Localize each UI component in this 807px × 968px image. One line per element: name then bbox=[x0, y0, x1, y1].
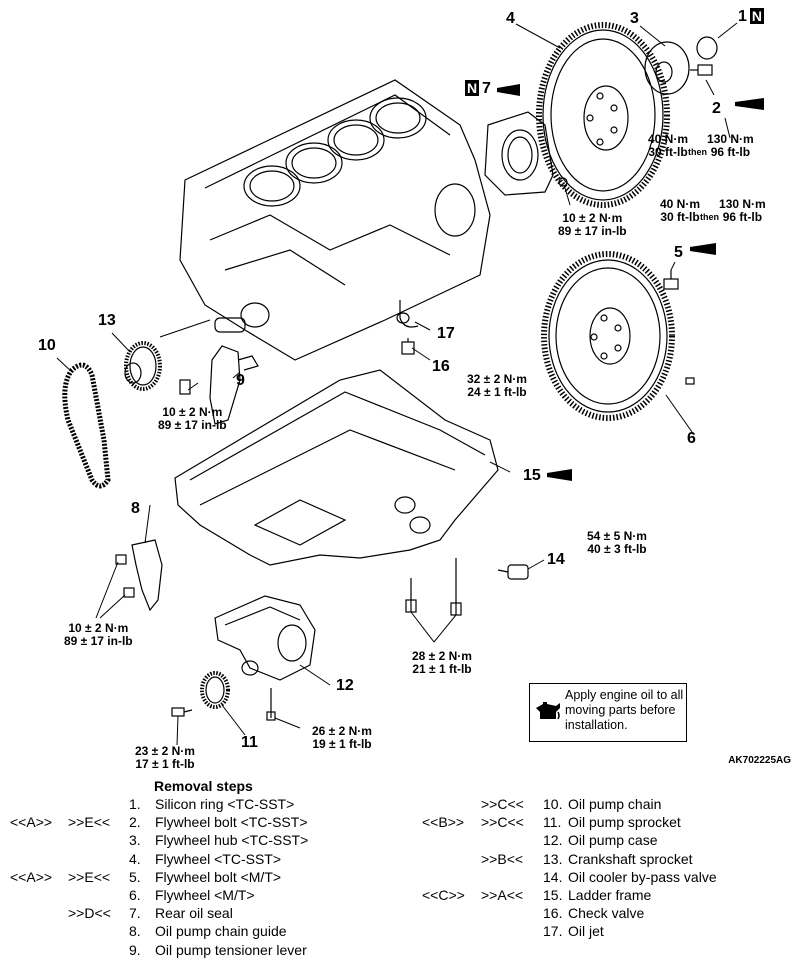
step-row: 3.Flywheel hub <TC-SST> bbox=[129, 832, 309, 849]
step-row: 12.Oil pump case bbox=[543, 832, 658, 849]
part-number-9: 9 bbox=[236, 372, 245, 389]
step-row: <<A>>>>E<<2.Flywheel bolt <TC-SST> bbox=[10, 814, 308, 831]
step-row: >>C<<10.Oil pump chain bbox=[481, 796, 662, 812]
part-number-5: 5 bbox=[674, 244, 683, 261]
step-row: <<A>>>>E<<5.Flywheel bolt <M/T> bbox=[10, 868, 282, 885]
part-number-10: 10 bbox=[38, 337, 56, 354]
flywheel-bolt-5-drawing bbox=[663, 270, 679, 290]
step-row: 14.Oil cooler by-pass valve bbox=[543, 868, 717, 885]
oil-cooler-bypass-valve-drawing bbox=[497, 564, 529, 580]
step-row: 8.Oil pump chain guide bbox=[129, 923, 287, 940]
engine-oil-note: Apply engine oil to all moving parts bef… bbox=[529, 683, 687, 742]
silicon-ring-drawing bbox=[696, 36, 718, 60]
oil-pump-tensioner-lever-drawing bbox=[179, 345, 259, 425]
part-number-13: 13 bbox=[98, 312, 116, 329]
part-number-11: 11 bbox=[241, 734, 258, 751]
flywheel-bolt-2-drawing bbox=[690, 64, 713, 76]
part-number-12: 12 bbox=[336, 677, 354, 694]
ladder-frame-drawing bbox=[174, 369, 499, 566]
part-number-6: 6 bbox=[687, 430, 696, 447]
oil-pump-case-drawing bbox=[214, 595, 316, 721]
step-row: 16.Check valve bbox=[543, 905, 645, 922]
part-number-14: 14 bbox=[547, 551, 565, 568]
oil-pump-chain-drawing bbox=[62, 362, 111, 489]
leader-lines bbox=[56, 22, 738, 746]
flywheel-tc-sst-drawing bbox=[536, 22, 670, 208]
flywheel-mt-drawing bbox=[541, 251, 695, 421]
step-row: 17.Oil jet bbox=[543, 923, 604, 940]
ladder-frame-bolts-drawing bbox=[405, 558, 462, 616]
step-row: 9.Oil pump tensioner lever bbox=[129, 941, 307, 958]
exploded-view-diagram bbox=[56, 22, 764, 746]
part-number-15: 15 bbox=[523, 467, 541, 484]
step-row: >>D<<7.Rear oil seal bbox=[68, 905, 233, 922]
part-number-8: 8 bbox=[131, 500, 140, 517]
arrow-marker-7 bbox=[497, 84, 520, 96]
engine-oil-note-text: Apply engine oil to all moving parts bef… bbox=[565, 688, 684, 732]
arrow-marker-5 bbox=[690, 243, 716, 255]
part-number-17: 17 bbox=[437, 325, 455, 342]
part-number-3: 3 bbox=[630, 10, 639, 27]
new-part-mark: N bbox=[749, 8, 764, 24]
rear-oil-seal-drawing bbox=[484, 111, 568, 196]
step-row: 6.Flywheel <M/T> bbox=[129, 886, 255, 903]
removal-steps-right: >>C<<10.Oil pump chain <<B>>>>C<<11.Oil … bbox=[400, 795, 800, 941]
step-row: 1.Silicon ring <TC-SST> bbox=[129, 796, 295, 812]
removal-steps-left: 1.Silicon ring <TC-SST> <<A>>>>E<<2.Flyw… bbox=[0, 795, 400, 959]
part-number-16: 16 bbox=[432, 358, 450, 375]
crankshaft-sprocket-drawing bbox=[124, 341, 162, 391]
cylinder-block-drawing bbox=[179, 79, 491, 361]
oil-jet-drawing bbox=[396, 300, 419, 328]
arrow-marker-2 bbox=[735, 98, 764, 110]
part-number-2: 2 bbox=[712, 100, 721, 117]
oil-can-icon bbox=[536, 702, 560, 720]
check-valve-drawing bbox=[401, 338, 415, 355]
step-row: <<C>>>>A<<15.Ladder frame bbox=[422, 886, 652, 903]
flywheel-hub-drawing bbox=[644, 41, 690, 95]
removal-steps-title: Removal steps bbox=[154, 778, 253, 794]
step-row: <<B>>>>C<<11.Oil pump sprocket bbox=[422, 814, 681, 831]
step-row: 4.Flywheel <TC-SST> bbox=[129, 850, 282, 867]
arrow-marker-15 bbox=[547, 469, 572, 481]
part-number-4: 4 bbox=[506, 10, 515, 27]
figure-id: AK702225AG bbox=[728, 755, 791, 766]
oil-pump-sprocket-drawing bbox=[171, 671, 230, 717]
new-part-mark: N bbox=[465, 80, 479, 96]
step-row: >>B<<13.Crankshaft sprocket bbox=[481, 850, 693, 867]
oil-pump-chain-guide-drawing bbox=[115, 539, 163, 612]
